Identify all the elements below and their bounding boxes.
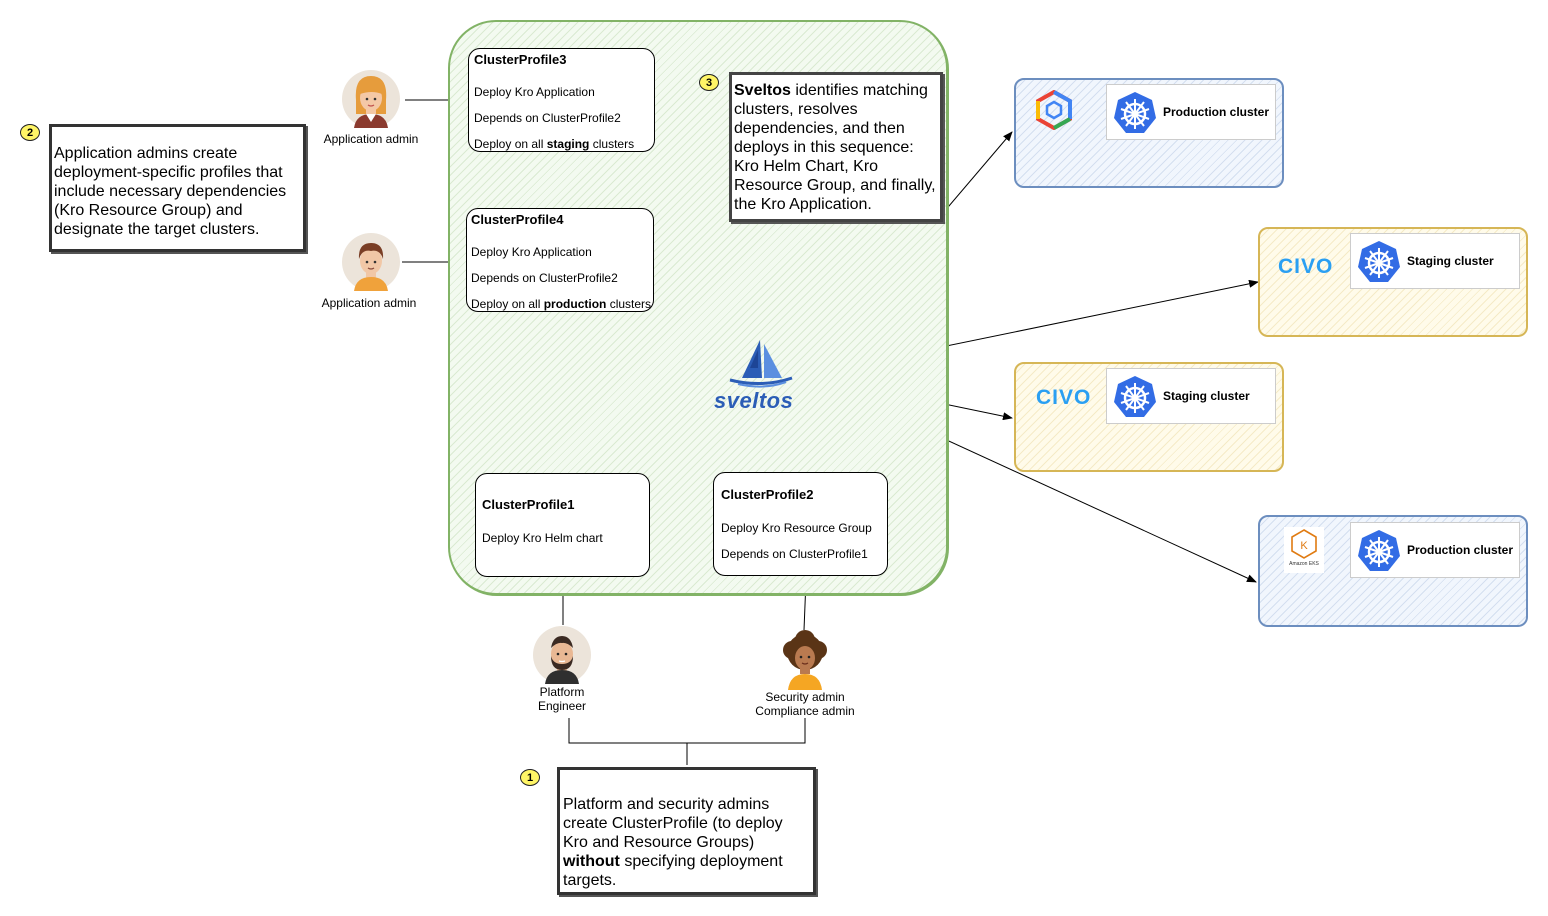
sveltos-logo: sveltos [712,338,808,414]
cluster-label: Staging cluster [1163,389,1250,403]
person-label: Security admin Compliance admin [755,690,855,718]
cluster-profile-title: ClusterProfile4 [471,212,564,227]
cluster-profile-line: Deploy Kro Helm chart [482,531,603,545]
person-label: Platform Engineer [537,685,587,713]
cluster-production-gke: Production cluster [1014,78,1284,188]
cluster-profile-line: Depends on ClusterProfile2 [474,111,621,125]
cluster-label: Staging cluster [1407,254,1494,268]
avatar [342,233,400,291]
application-admin-avatar-icon [342,70,400,128]
cluster-profile-title: ClusterProfile1 [482,497,575,512]
gke-icon [1034,89,1074,131]
note-platform-security-admins: Platform and security admins create Clus… [557,767,816,895]
kubernetes-icon [1114,92,1156,133]
cluster-profile-line: Depends on ClusterProfile1 [721,547,868,561]
cluster-production-eks: K Amazon EKS Production cluster [1258,515,1528,627]
cluster-profile-title: ClusterProfile3 [474,52,567,67]
person-label: Application admin [321,296,417,310]
avatar [533,626,591,684]
sailboat-icon [729,340,793,388]
cluster-inner-panel: Production cluster [1350,522,1520,578]
step-badge-2: 2 [20,124,40,141]
step-badge-1: 1 [520,769,540,786]
civo-logo: CIVO [1036,386,1092,409]
platform-engineer-avatar-icon [533,626,591,684]
civo-logo: CIVO [1278,255,1334,278]
avatar [342,70,400,128]
eks-caption: Amazon EKS [1289,561,1319,567]
kubernetes-icon [1358,530,1400,571]
avatar [776,630,834,690]
cluster-profile-1: ClusterProfile1 Deploy Kro Helm chart [475,473,650,577]
cluster-inner-panel: Production cluster [1106,84,1276,140]
cluster-profile-title: ClusterProfile2 [721,487,814,502]
cluster-label: Production cluster [1407,543,1514,557]
cluster-inner-panel: Staging cluster [1106,368,1276,424]
kubernetes-icon [1114,376,1156,417]
security-admin-avatar-icon [783,630,827,690]
cluster-profile-2: ClusterProfile2 Deploy Kro Resource Grou… [713,472,888,576]
cluster-profile-line: Depends on ClusterProfile2 [471,271,618,285]
cluster-inner-panel: Staging cluster [1350,233,1520,289]
note-sveltos-sequence: Sveltos identifies matching clusters, re… [729,72,943,222]
cluster-profile-line: Deploy on all production clusters [471,297,652,311]
cluster-profile-line: Deploy Kro Resource Group [721,521,872,535]
bracket-admins [568,718,806,765]
cluster-profile-line: Deploy Kro Application [471,245,592,259]
step-badge-3: 3 [699,74,719,91]
svg-text:K: K [1300,540,1308,552]
application-admin-avatar-icon [342,233,400,291]
cluster-staging-civo-1: CIVO Staging cluster [1258,227,1528,337]
cluster-profile-line: Deploy on all staging clusters [474,137,635,151]
cluster-profile-4: ClusterProfile4 Deploy Kro Application D… [466,208,654,312]
eks-icon: K Amazon EKS [1284,527,1324,573]
cluster-profile-3: ClusterProfile3 Deploy Kro Application D… [468,48,655,152]
kubernetes-icon [1358,241,1400,282]
cluster-profile-line: Deploy Kro Application [474,85,595,99]
person-label: Application admin [323,132,419,146]
cluster-label: Production cluster [1163,105,1270,119]
cluster-staging-civo-2: CIVO Staging cluster [1014,362,1284,472]
sveltos-logo-text: sveltos [714,388,794,413]
note-application-admins: Application admins create deployment-spe… [49,124,306,252]
